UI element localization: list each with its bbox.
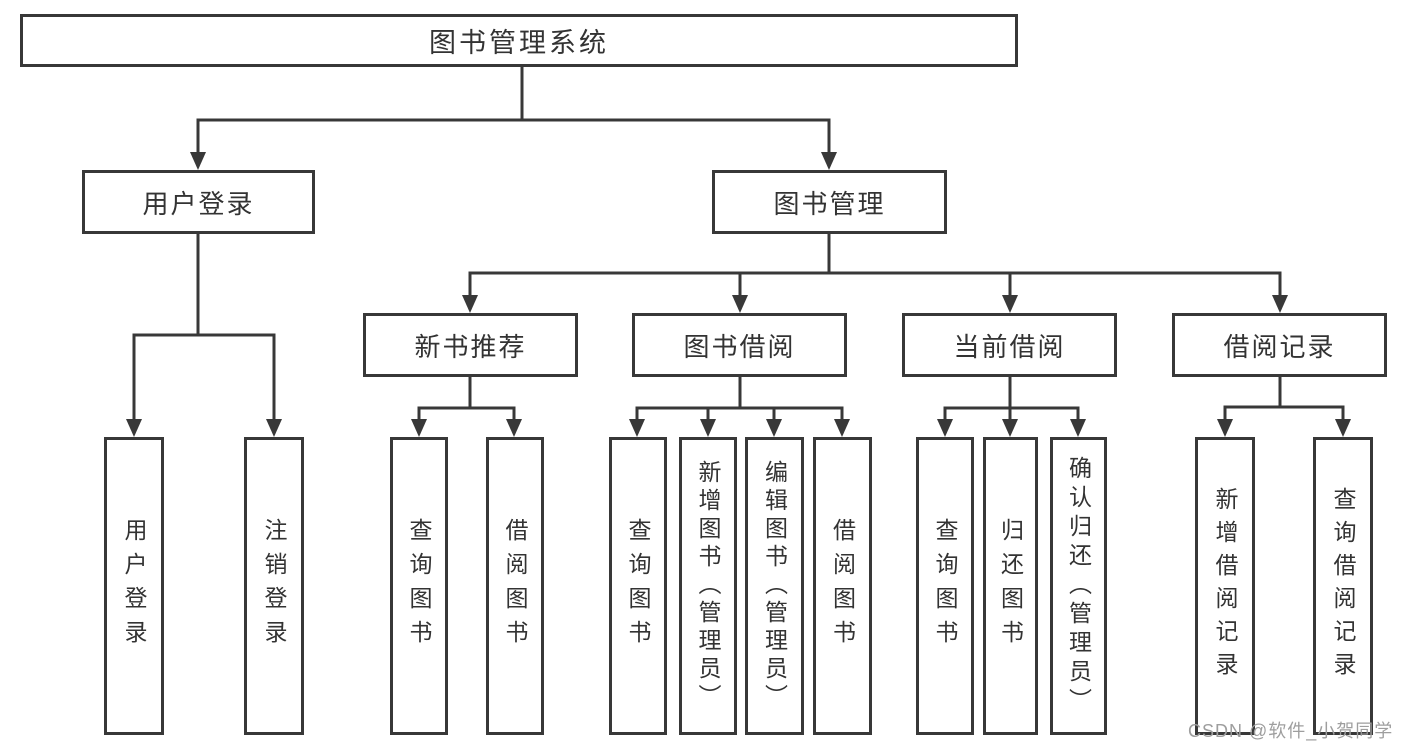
leaf-borrow-query-books: 查询图书 bbox=[609, 437, 667, 735]
leaf-borrow-borrow-books-label: 借阅图书 bbox=[829, 518, 856, 654]
connector-book-borrow bbox=[635, 375, 844, 423]
arrowhead bbox=[937, 419, 953, 437]
leaf-current-query-books-label: 查询图书 bbox=[932, 518, 958, 654]
node-book-management: 图书管理 bbox=[712, 170, 947, 234]
leaf-newbook-query-books: 查询图书 bbox=[390, 437, 448, 735]
leaf-user-login-label: 用户登录 bbox=[121, 518, 147, 654]
leaf-logout: 注销登录 bbox=[244, 437, 304, 735]
node-root-label: 图书管理系统 bbox=[429, 28, 609, 58]
arrowhead bbox=[1335, 419, 1351, 437]
arrowhead bbox=[190, 152, 206, 170]
arrowhead bbox=[266, 419, 282, 437]
leaf-records-query-record-label: 查询借阅记录 bbox=[1330, 487, 1356, 685]
connector-new-book bbox=[417, 375, 516, 423]
arrowhead bbox=[834, 419, 850, 437]
arrowhead bbox=[766, 419, 782, 437]
leaf-borrow-borrow-books: 借阅图书 bbox=[813, 437, 872, 735]
node-book-borrow: 图书借阅 bbox=[632, 313, 847, 377]
node-user-login-label: 用户登录 bbox=[142, 188, 255, 219]
arrowhead bbox=[821, 152, 837, 170]
node-new-book-recommend-label: 新书推荐 bbox=[414, 331, 527, 362]
arrowhead bbox=[700, 419, 716, 437]
leaf-current-return-books: 归还图书 bbox=[983, 437, 1038, 735]
node-book-borrow-label: 图书借阅 bbox=[683, 331, 796, 362]
node-borrow-records-label: 借阅记录 bbox=[1223, 331, 1336, 362]
leaf-current-query-books: 查询图书 bbox=[916, 437, 974, 735]
node-current-borrow-label: 当前借阅 bbox=[953, 331, 1066, 362]
connector-book-management bbox=[468, 232, 1282, 299]
node-book-management-label: 图书管理 bbox=[773, 188, 886, 219]
leaf-newbook-query-books-label: 查询图书 bbox=[406, 518, 432, 654]
leaf-user-login: 用户登录 bbox=[104, 437, 164, 735]
watermark: CSDN @软件_小贺同学 bbox=[1188, 721, 1394, 741]
arrowhead bbox=[1002, 419, 1018, 437]
arrowhead bbox=[1217, 419, 1233, 437]
leaf-records-add-record: 新增借阅记录 bbox=[1195, 437, 1255, 735]
node-current-borrow: 当前借阅 bbox=[902, 313, 1117, 377]
arrowhead bbox=[506, 419, 522, 437]
leaf-records-add-record-label: 新增借阅记录 bbox=[1212, 487, 1238, 685]
leaf-newbook-borrow-books-label: 借阅图书 bbox=[502, 518, 528, 654]
leaf-current-return-books-label: 归还图书 bbox=[997, 518, 1024, 654]
leaf-borrow-query-books-label: 查询图书 bbox=[625, 518, 651, 654]
node-root: 图书管理系统 bbox=[20, 14, 1018, 67]
node-new-book-recommend: 新书推荐 bbox=[363, 313, 578, 377]
arrowhead bbox=[1272, 295, 1288, 313]
connector-root bbox=[196, 64, 831, 156]
connector-user-login bbox=[132, 232, 276, 423]
arrowhead bbox=[1002, 295, 1018, 313]
arrowhead bbox=[411, 419, 427, 437]
arrowhead bbox=[462, 295, 478, 313]
leaf-borrow-add-books-admin: 新增图书（管理员） bbox=[679, 437, 737, 735]
leaf-newbook-borrow-books: 借阅图书 bbox=[486, 437, 544, 735]
connector-borrow-records bbox=[1223, 375, 1345, 423]
arrowhead bbox=[126, 419, 142, 437]
leaf-logout-label: 注销登录 bbox=[261, 518, 287, 654]
connector-current-borrow bbox=[943, 375, 1080, 423]
leaf-borrow-edit-books-admin-label: 编辑图书（管理员） bbox=[761, 460, 788, 712]
node-borrow-records: 借阅记录 bbox=[1172, 313, 1387, 377]
arrowhead bbox=[629, 419, 645, 437]
node-user-login: 用户登录 bbox=[82, 170, 315, 234]
leaf-borrow-add-books-admin-label: 新增图书（管理员） bbox=[695, 460, 721, 712]
arrowhead bbox=[732, 295, 748, 313]
leaf-records-query-record: 查询借阅记录 bbox=[1313, 437, 1373, 735]
leaf-current-confirm-return-admin-label: 确认归还（管理员） bbox=[1065, 455, 1092, 717]
leaf-current-confirm-return-admin: 确认归还（管理员） bbox=[1050, 437, 1107, 735]
leaf-borrow-edit-books-admin: 编辑图书（管理员） bbox=[745, 437, 804, 735]
arrowhead bbox=[1070, 419, 1086, 437]
